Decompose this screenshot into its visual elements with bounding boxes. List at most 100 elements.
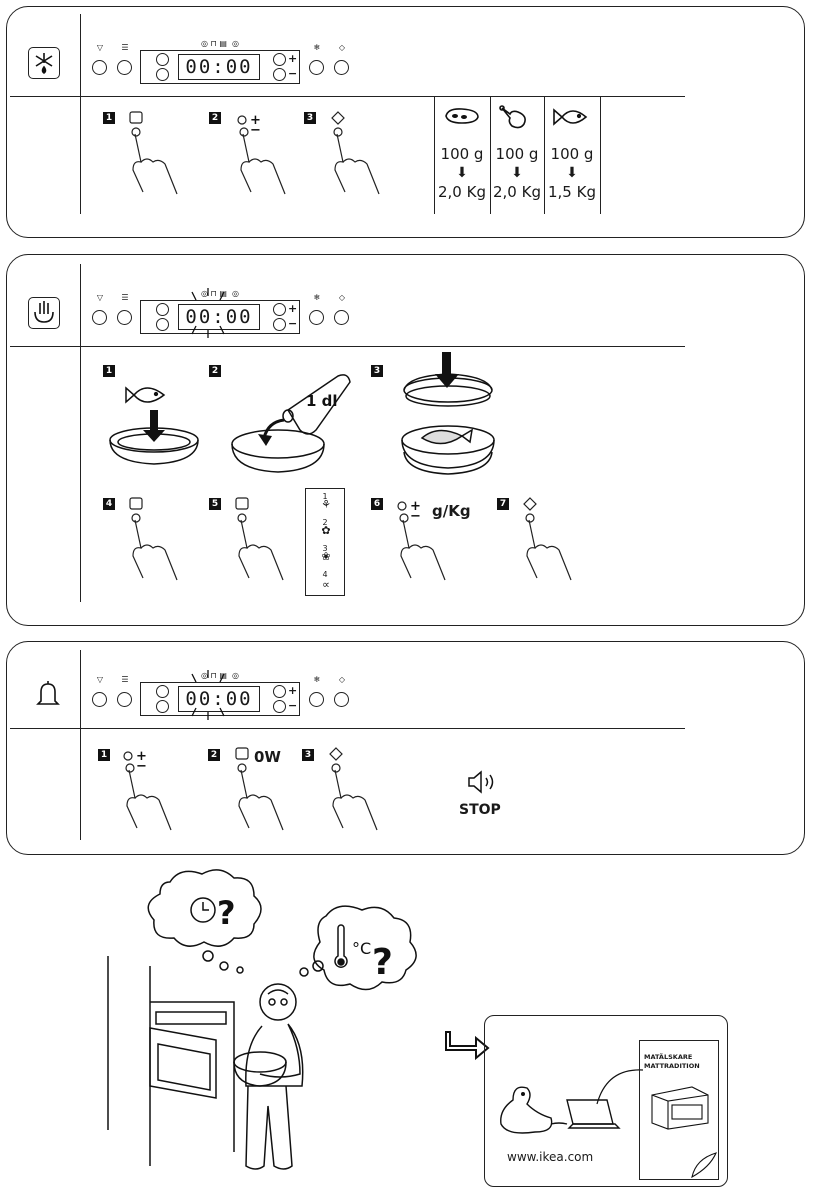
button[interactable] [117, 692, 132, 707]
minus-button[interactable] [273, 68, 286, 81]
button[interactable] [156, 685, 169, 698]
online-manual-card: www.ikea.com MATÄLSKARE MATTRADITION [484, 1015, 728, 1187]
weight-unit-label: g/Kg [432, 502, 471, 520]
panel-divider [80, 264, 81, 602]
max-weight: 2,0 Kg [438, 183, 486, 201]
press-hand-icon [235, 747, 284, 831]
celsius-label: °C [352, 939, 371, 958]
control-strip: ▽ ☰ ◎ ⊓ ▤ ◎ 00:00 + − ❄ ◇ [90, 672, 360, 716]
start-button[interactable] [334, 692, 349, 707]
menu-icon: ☰ [121, 43, 129, 52]
min-weight: 100 g [495, 145, 539, 163]
button[interactable] [92, 310, 107, 325]
arrow-down-icon: ⬇ [456, 165, 468, 181]
power-label: 0W [254, 748, 281, 766]
step-number: 1 [103, 365, 115, 377]
refer-arrow-icon [445, 1031, 490, 1061]
start-button[interactable] [334, 310, 349, 325]
button[interactable] [156, 700, 169, 713]
panel-divider [10, 728, 685, 729]
manual-booklet: MATÄLSKARE MATTRADITION [639, 1040, 719, 1180]
mode-icons: ◎ ⊓ ▤ ◎ [201, 39, 239, 48]
svg-text:+: + [136, 749, 147, 764]
timer-panel [6, 641, 805, 855]
table-divider [544, 96, 545, 214]
time-text: 00:00 [185, 688, 253, 710]
panel-divider [10, 346, 685, 347]
vegetable-icon: ✿ [321, 524, 331, 537]
step-number: 3 [302, 749, 314, 761]
press-hand-icon: +− [237, 113, 286, 195]
time-text: 00:00 [185, 56, 253, 78]
press-hand-icon: +− [123, 749, 172, 831]
start-button[interactable] [334, 60, 349, 75]
button[interactable] [117, 60, 132, 75]
press-hand-icon [129, 111, 178, 195]
button[interactable] [117, 310, 132, 325]
question-mark: ? [372, 942, 393, 983]
vegetable-icon: ⚘ [321, 498, 331, 511]
control-strip: ▽ ☰ ◎ ⊓ ▤ ◎ 00:00 + − ❄ ◇ [90, 290, 360, 334]
step-number: 2 [208, 749, 220, 761]
button[interactable] [309, 692, 324, 707]
arrow-down-icon: ⬇ [511, 165, 523, 181]
button[interactable] [92, 692, 107, 707]
bell-icon [36, 681, 60, 705]
time-display: 00:00 [178, 686, 260, 712]
button[interactable] [156, 318, 169, 331]
minus-button[interactable] [273, 700, 286, 713]
minus-label: − [288, 317, 298, 330]
time-display: 00:00 [178, 304, 260, 330]
button[interactable] [156, 53, 169, 66]
minus-button[interactable] [273, 318, 286, 331]
clean-icon: ▽ [96, 293, 104, 302]
start-icon: ◇ [338, 43, 346, 52]
defrost-mode-icon [28, 47, 60, 79]
button[interactable] [309, 60, 324, 75]
steamer-lid-illustration [401, 352, 495, 475]
fish-icon [553, 108, 588, 126]
blink-rays-icon [191, 670, 225, 720]
button[interactable] [92, 60, 107, 75]
step-number: 4 [103, 498, 115, 510]
menu-icon: ☰ [121, 293, 129, 302]
minus-label: − [288, 699, 298, 712]
press-hand-icon [235, 497, 284, 581]
plus-label: + [288, 52, 298, 65]
clean-icon: ▽ [96, 43, 104, 52]
button[interactable] [156, 303, 169, 316]
step-number: 7 [497, 498, 509, 510]
press-hand-icon: +− [397, 499, 446, 581]
panel-divider [80, 650, 81, 840]
start-icon: ◇ [338, 293, 346, 302]
step-number: 6 [371, 498, 383, 510]
manual-title: MATTRADITION [644, 1062, 700, 1070]
press-hand-icon [331, 111, 380, 195]
press-hand-icon [129, 497, 178, 581]
panel-divider [80, 14, 81, 214]
mode-icons: ◎ ⊓ ▤ ◎ [201, 671, 239, 680]
user-at-laptop-illustration [500, 1086, 621, 1134]
manual-url: www.ikea.com [507, 1150, 594, 1164]
water-amount: 1 dl [306, 392, 338, 410]
step-number: 3 [304, 112, 316, 124]
min-weight: 100 g [440, 145, 484, 163]
pour-water-illustration: 1 dl [231, 374, 351, 473]
button[interactable] [156, 68, 169, 81]
svg-text:−: − [250, 123, 261, 138]
svg-text:+: + [250, 113, 261, 128]
mode-icons: ◎ ⊓ ▤ ◎ [201, 289, 239, 298]
display-frame [140, 682, 300, 716]
poultry-icon [499, 105, 526, 129]
plus-button[interactable] [273, 53, 286, 66]
stop-label: STOP [459, 802, 501, 818]
button[interactable] [309, 310, 324, 325]
press-hand-icon [523, 497, 572, 581]
fish-icon: ∝ [322, 578, 330, 591]
step-number: 1 [98, 749, 110, 761]
speaker-sound-icon [468, 770, 494, 794]
plus-button[interactable] [273, 685, 286, 698]
plus-button[interactable] [273, 303, 286, 316]
step-number: 1 [103, 112, 115, 124]
min-weight: 100 g [550, 145, 594, 163]
